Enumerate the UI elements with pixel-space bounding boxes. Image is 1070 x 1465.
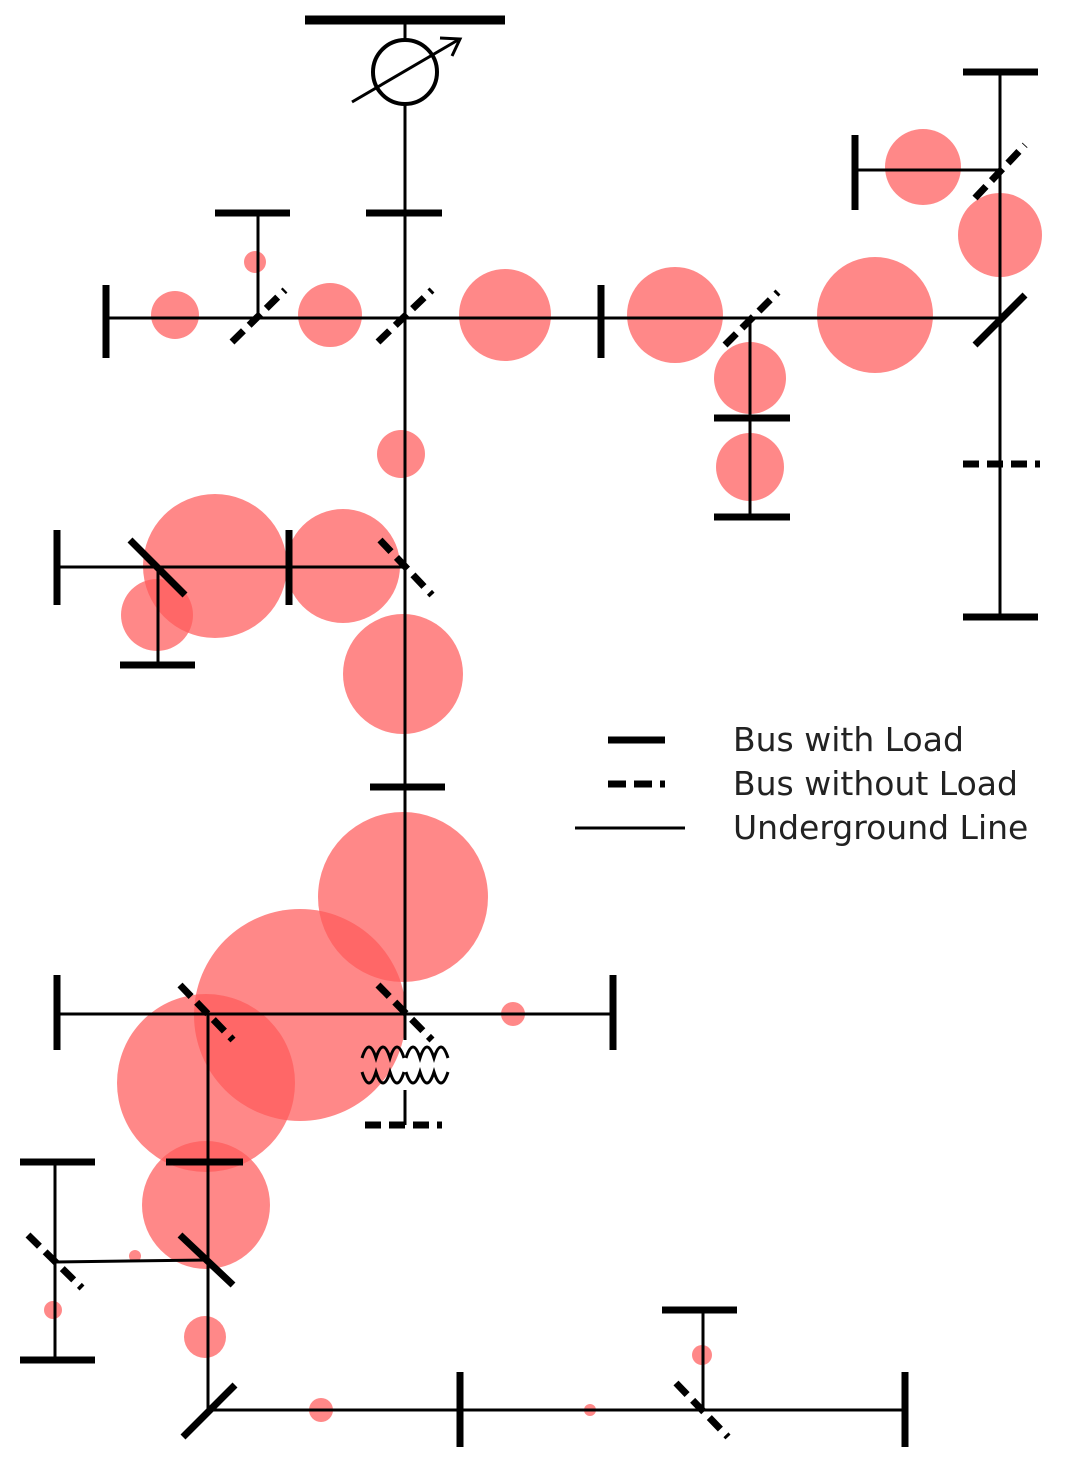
load-bubble [343, 614, 463, 734]
load-bubble [151, 291, 199, 339]
load-bubble [459, 269, 551, 361]
buses [20, 68, 1040, 1447]
underground-line [54, 1258, 209, 1264]
bus-without-load [375, 982, 435, 1043]
load-bubble [44, 1301, 62, 1319]
legend-bus-with-load-label: Bus with Load [733, 720, 964, 759]
transformer-symbol [360, 1014, 450, 1125]
bus-without-load [229, 287, 288, 345]
load-bubble [142, 1141, 270, 1269]
legend: Bus with Load Bus without Load Undergrou… [575, 720, 1028, 847]
load-bubble [117, 994, 295, 1172]
bus-without-load [375, 287, 435, 345]
load-bubble [244, 251, 266, 273]
bus-without-load [177, 982, 236, 1043]
load-bubble [129, 1250, 141, 1262]
legend-bus-without-load-label: Bus without Load [733, 764, 1018, 803]
generator-symbol [305, 15, 505, 106]
legend-underground-line-label: Underground Line [733, 808, 1028, 847]
bus-without-load [972, 142, 1028, 201]
bus-with-load [180, 1382, 238, 1440]
bus-with-load [972, 292, 1028, 348]
bus-without-load [722, 289, 781, 348]
bus-without-load [673, 1380, 731, 1440]
bus-without-load [377, 537, 435, 598]
load-bubble [885, 129, 961, 205]
load-bubble [184, 1316, 226, 1358]
load-bubbles [44, 129, 1042, 1422]
load-bubble [627, 267, 723, 363]
load-bubble [817, 257, 933, 373]
load-bubble [377, 430, 425, 478]
bus-with-load [177, 1232, 236, 1288]
load-bubble [298, 283, 362, 347]
bus-without-load [25, 1232, 85, 1291]
bus-with-load [127, 537, 188, 598]
